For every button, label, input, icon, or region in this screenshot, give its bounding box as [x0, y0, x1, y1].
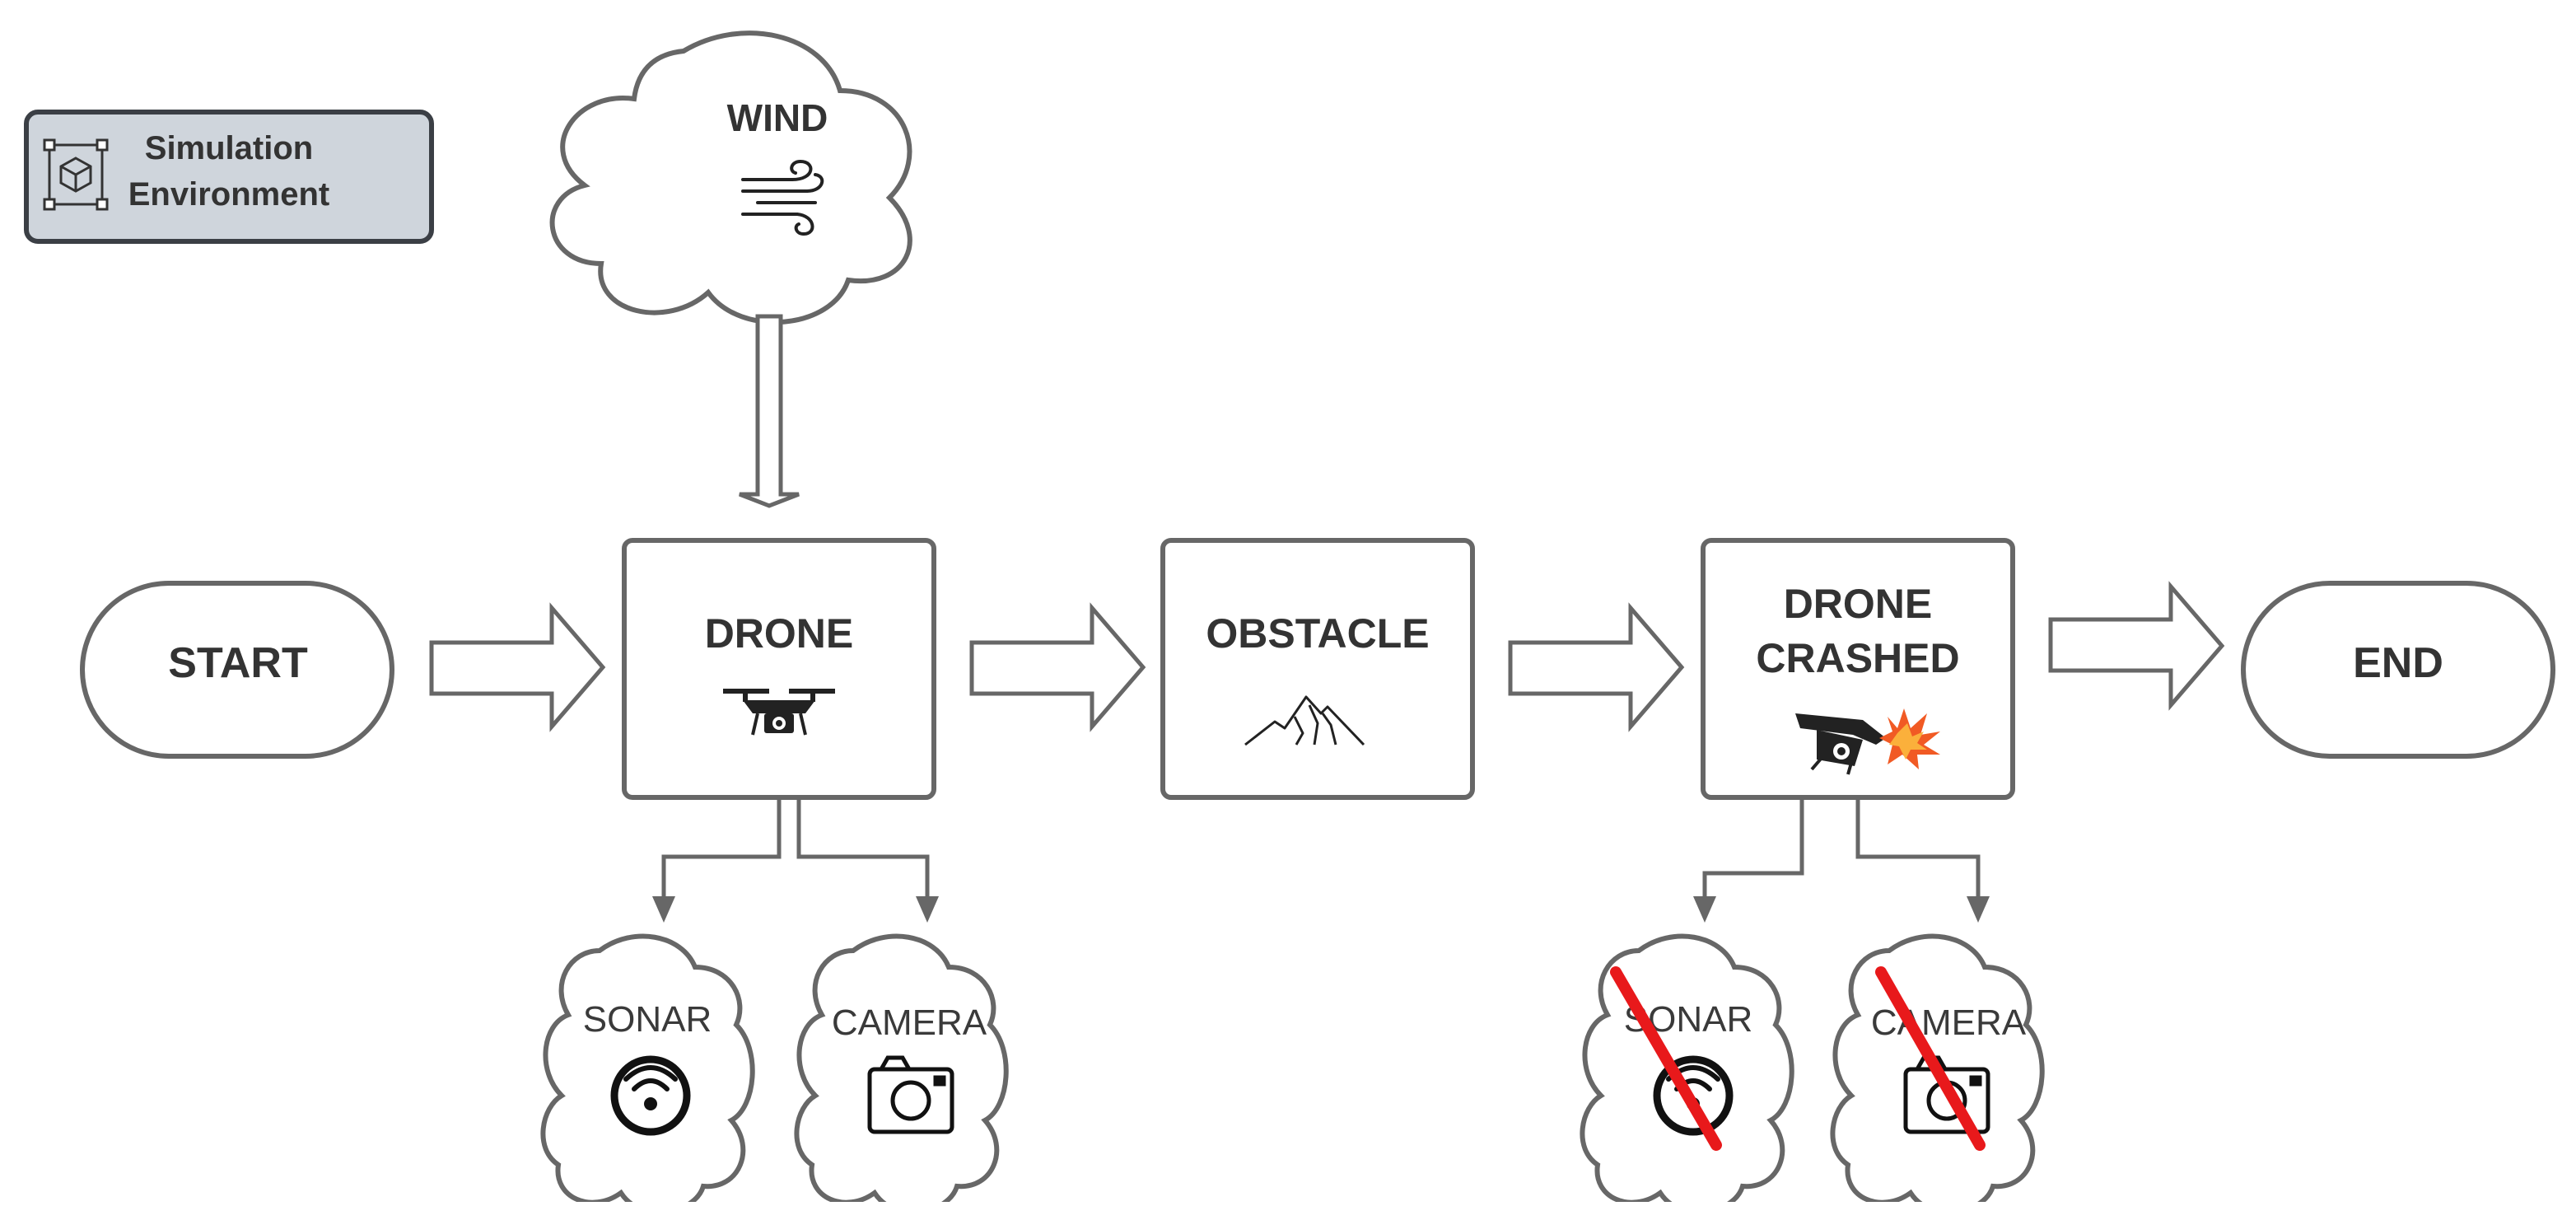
end-terminal [2241, 581, 2555, 759]
mountain-icon [1244, 695, 1365, 746]
drone-label: DRONE [705, 610, 854, 657]
crashed-to-camera-arrowhead [1967, 896, 1990, 923]
crashed-label-line-2: CRASHED [1756, 635, 1959, 681]
obstacle-label: OBSTACLE [1206, 610, 1429, 657]
drone-to-obstacle-arrow [969, 602, 1146, 732]
wind-to-drone-arrow [739, 314, 800, 508]
simulation-cube-icon [43, 138, 109, 211]
wind-cloud [549, 30, 912, 325]
crashed-node: DRONE CRASHED [1701, 538, 2015, 800]
start-terminal [80, 581, 394, 759]
wind-node: WIND [549, 30, 912, 325]
obstacle-to-crashed-arrow [1508, 602, 1685, 732]
red-strike-icon [1875, 966, 1986, 1151]
drone-to-camera-arrowhead [916, 896, 939, 923]
start-label: START [168, 639, 308, 687]
crashed-label-line-1: DRONE [1784, 581, 1933, 627]
sonar-icon [610, 1055, 691, 1136]
active-camera-label: CAMERA [832, 1003, 987, 1043]
crashed-to-end-arrow [2048, 581, 2225, 711]
crashed-drone-icon [1795, 708, 1940, 775]
drone-box [622, 538, 936, 800]
drone-to-camera-connector [796, 799, 930, 898]
drone-node: DRONE [622, 538, 936, 800]
wind-icon [741, 159, 824, 236]
camera-icon [867, 1055, 954, 1134]
failed-camera-label: CAMERA [1871, 1003, 2027, 1043]
legend-line-1: Simulation [145, 130, 313, 166]
drone-icon [723, 689, 835, 736]
crashed-sensor-connectors [1693, 799, 1990, 923]
crashed-to-camera-connector [1855, 799, 1981, 898]
active-sonar-label: SONAR [583, 999, 712, 1040]
red-strike-icon [1610, 966, 1722, 1151]
drone-to-sonar-arrowhead [652, 896, 675, 923]
drone-to-sonar-connector [661, 799, 782, 898]
legend-box [24, 110, 434, 244]
drone-sensor-connectors [652, 799, 939, 923]
crashed-to-sonar-connector [1702, 799, 1804, 898]
end-label: END [2353, 639, 2443, 687]
obstacle-box [1160, 538, 1475, 800]
legend: Simulation Environment [24, 110, 434, 244]
legend-line-2: Environment [128, 176, 329, 213]
start-to-drone-arrow [429, 602, 606, 732]
obstacle-node: OBSTACLE [1160, 538, 1475, 800]
end-node: END [2241, 581, 2555, 759]
crashed-to-sonar-arrowhead [1693, 896, 1716, 923]
wind-label: WIND [727, 96, 828, 139]
start-node: START [80, 581, 394, 759]
